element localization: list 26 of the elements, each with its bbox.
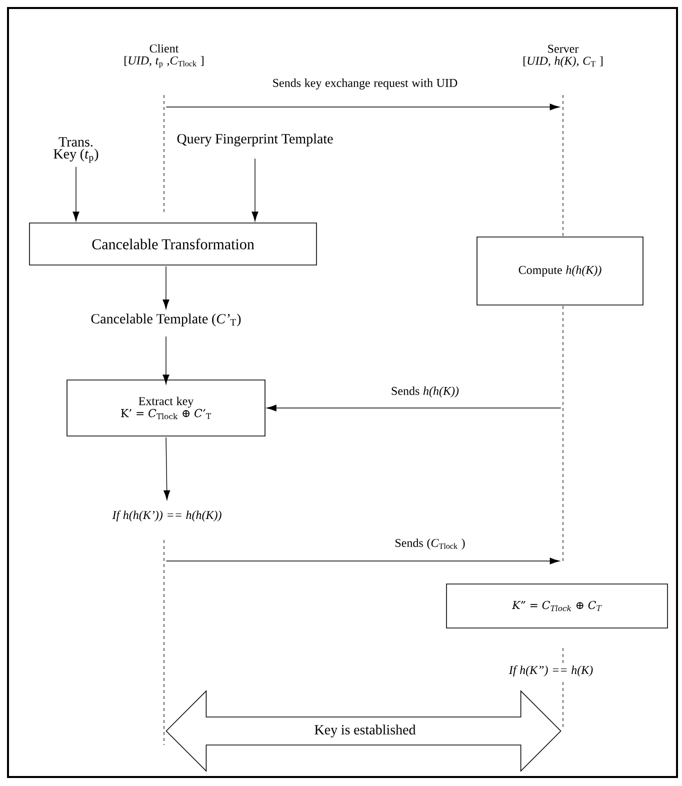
process-box: Cancelable Transformation bbox=[29, 222, 317, 266]
arrow bbox=[162, 336, 170, 384]
lifeline bbox=[562, 94, 564, 238]
lifeline bbox=[562, 682, 564, 728]
edge-label: Key is established bbox=[314, 724, 416, 738]
arrow bbox=[164, 437, 170, 500]
step-text: Cancelable Template (C’$_{T}$) bbox=[91, 314, 241, 326]
edge-label: Sends key exchange request with UID bbox=[273, 78, 458, 90]
step-text: Query Fingerprint Template bbox=[177, 134, 333, 146]
process-box: Compute h(h(K)) bbox=[476, 236, 644, 306]
arrow bbox=[166, 104, 560, 110]
edge-label: Sends h(h(K)) bbox=[392, 386, 459, 398]
edge-label: Sends (C$_{Tlock}$ ) bbox=[396, 538, 465, 550]
step-text: Trans. Key (t$_{p}$) bbox=[54, 137, 98, 163]
step-text: If h(K”) == h(K) bbox=[508, 666, 593, 676]
arrow bbox=[162, 266, 170, 310]
arrow bbox=[72, 166, 80, 222]
double-block-arrow bbox=[166, 690, 562, 772]
step-text: If h(h(K’)) == h(h(K)) bbox=[112, 510, 222, 522]
process-box: Extract key K’ = C$_{Tlock}$ ⊕ C’$_{T}$ bbox=[66, 380, 266, 436]
arrow bbox=[252, 158, 258, 222]
participant-label: Server [UID, h(K), C$_{T}$ ] bbox=[524, 44, 603, 68]
arrow bbox=[166, 558, 560, 564]
participant-label: Client [UID, t$_{p}$ ,C$_{Tlock}$ ] bbox=[124, 44, 204, 68]
arrow bbox=[266, 404, 562, 412]
process-box: K” = C$_{Tlock}$ ⊕ C$_{T}$ bbox=[446, 584, 668, 628]
